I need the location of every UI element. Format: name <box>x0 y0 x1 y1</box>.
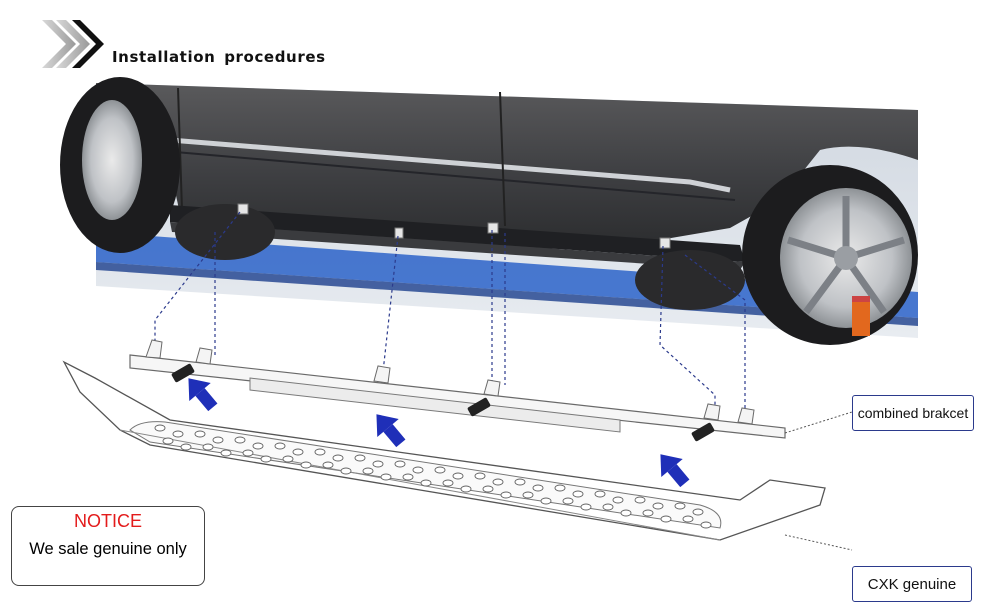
combined-bracket-label: combined brakcet <box>852 395 974 431</box>
double-chevron-icon <box>42 20 104 68</box>
alignment-guides <box>154 211 746 415</box>
combined-bracket-rail <box>129 339 786 442</box>
front-wheel <box>742 165 918 345</box>
arrow-up-icon <box>188 378 218 412</box>
running-board <box>62 360 826 541</box>
tread-pattern <box>154 424 712 529</box>
arrow-up-icon <box>660 454 690 488</box>
notice-title: NOTICE <box>73 511 142 531</box>
page-title: Installation procedures <box>112 48 326 66</box>
section-header: Installation procedures <box>42 16 442 72</box>
cxk-genuine-label: CXK genuine <box>852 566 972 602</box>
install-direction-arrows <box>188 378 690 488</box>
rear-wheel <box>60 77 180 253</box>
cxk-genuine-text: CXK genuine <box>867 575 957 593</box>
arrow-up-icon <box>376 414 406 448</box>
notice-text: We sale genuine only <box>29 540 187 558</box>
notice-box: NOTICE We sale genuine only <box>11 506 205 586</box>
combined-bracket-text: combined brakcet <box>857 405 969 421</box>
